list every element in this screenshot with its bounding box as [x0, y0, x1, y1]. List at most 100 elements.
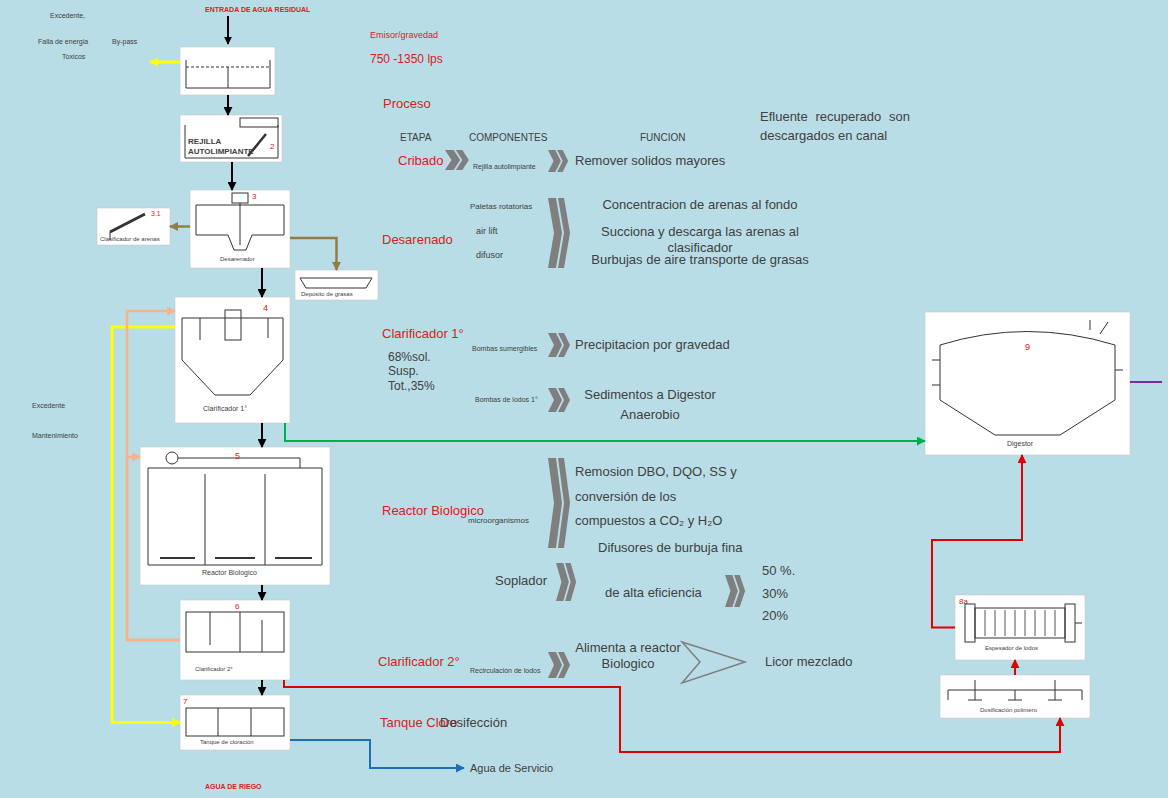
equipment-caption: Espesador de lodos — [985, 645, 1038, 652]
callout-number: 4 — [263, 303, 268, 314]
equipment-box: 9Digestor — [925, 312, 1130, 455]
tank-drawing — [932, 320, 1123, 385]
callout-number: 7 — [183, 697, 187, 707]
function-text: Succiona y descarga las arenas al clasif… — [575, 224, 825, 255]
note: Excedente — [32, 402, 65, 410]
flow-connector — [1014, 660, 1016, 675]
flow-note: Emisor/gravedad — [370, 30, 438, 41]
function-text: Succiona y descarga las arenas al clasif… — [575, 224, 825, 255]
callout-number: 6 — [235, 602, 239, 612]
note: By-pass — [112, 38, 137, 46]
component-text: difusor — [476, 250, 503, 261]
column-header: COMPONENTES — [469, 132, 547, 144]
filter-press-plates — [995, 610, 996, 636]
filter-press-plates — [1025, 610, 1026, 636]
equipment-caption: Clarificador 1° — [203, 405, 247, 413]
function-text: Sedimentos a Digestor Anaerobio — [575, 385, 725, 424]
tank-drawing — [300, 278, 372, 288]
tank-drawing — [148, 468, 322, 565]
data-value: 20% — [762, 608, 788, 624]
callout-number: 6 — [235, 602, 239, 612]
component-text: Bombas sumergibles — [472, 345, 537, 353]
component-text: Recirculación de lodos — [470, 667, 540, 675]
note: Mantenimiento — [32, 432, 78, 440]
flow-arrow — [150, 16, 1162, 768]
note: Mantenimiento — [32, 432, 78, 440]
function-text: Burbujas de aire transporte de grasas — [580, 252, 820, 268]
function-text: Precipitacion por gravedad — [575, 337, 730, 353]
tank-drawing — [968, 680, 1062, 700]
equipment-caption: Desarenador — [220, 256, 255, 263]
component-text: Soplador — [495, 573, 547, 589]
column-header: FUNCION — [640, 132, 686, 144]
filter-press-plates — [1015, 610, 1016, 636]
chevron-symbol — [725, 575, 745, 607]
function-text: Precipitacion por gravedad — [575, 337, 730, 353]
callout-number: 9 — [1025, 342, 1030, 353]
heading: ENTRADA DE AGUA RESIDUAL — [205, 6, 310, 14]
callout-number: 8a — [959, 597, 968, 607]
note: Excedente, — [50, 12, 85, 20]
function-text: Concentracion de arenas al fondo — [580, 197, 820, 213]
image-frame — [925, 312, 1130, 455]
stage-label: Clarificador 2° — [378, 654, 460, 670]
output-label: AGUA DE RIEGO — [205, 783, 262, 791]
equipment-caption: Clarificador 2° — [195, 666, 233, 673]
image-frame — [180, 695, 290, 750]
note: Efluente recuperado son descargados en c… — [760, 108, 910, 146]
stage-label: Cribado — [398, 153, 444, 169]
stage-label: Clarificador 1° — [382, 326, 464, 342]
flow-rate: 750 -1350 lps — [370, 52, 443, 66]
tank-drawing — [975, 608, 1065, 638]
function-text: de alta eficiencia — [605, 585, 702, 601]
function-text: Remosion DBO, DQO, SS y conversión de lo… — [575, 460, 747, 534]
function-text: de alta eficiencia — [605, 585, 702, 601]
stage-label: Cribado — [398, 153, 444, 169]
callout-number: 3 — [252, 192, 256, 202]
flow-connector — [284, 680, 1060, 752]
function-text: Alimenta a reactor Biologico — [572, 640, 684, 671]
output-label: AGUA DE RIEGO — [205, 783, 262, 791]
stage-label: Desarenado — [382, 232, 453, 248]
tank-drawing — [240, 203, 241, 245]
chevron-symbol — [548, 652, 570, 678]
equipment-caption: Deposito de grasas — [301, 291, 353, 298]
note: Efluente recuperado son descargados en c… — [760, 108, 910, 146]
tank-drawing — [940, 332, 1115, 436]
chevron-symbol — [548, 333, 570, 357]
chevron-symbol — [548, 150, 568, 172]
component-text: Rejilla autolimpiante — [473, 163, 536, 171]
flow-connector — [261, 585, 263, 600]
tank-drawing — [186, 60, 270, 88]
tank-drawing — [110, 60, 1123, 736]
column-header: FUNCION — [640, 132, 686, 144]
component-text: microorganismos — [468, 516, 529, 526]
callout-number: 3.1 — [151, 210, 161, 218]
function-text: Licor mezclado — [765, 654, 852, 670]
chevron-symbol — [682, 642, 745, 683]
equipment-caption: Clarificador 1° — [203, 405, 247, 413]
function-text: Sedimentos a Digestor Anaerobio — [575, 385, 725, 424]
function-text: Difusores de burbuja fina — [598, 540, 743, 556]
tank-drawing — [166, 452, 178, 464]
equipment-caption: Dosificación polimero — [980, 707, 1037, 714]
callout-number: 9 — [1025, 342, 1030, 353]
image-frame — [190, 190, 290, 268]
image-frame — [97, 208, 170, 245]
function-text: Desifección — [440, 715, 507, 731]
equipment-caption: Reactor Biologico — [202, 569, 257, 577]
data-value: 50 %. — [762, 563, 795, 579]
filter-press-plates — [985, 610, 1055, 636]
flow-arrow — [150, 61, 180, 64]
component-text: Bombas de lodos 1° — [475, 396, 538, 404]
function-text: Remosion DBO, DQO, SS y conversión de lo… — [575, 460, 747, 534]
output-label: Agua de Servicio — [470, 762, 553, 775]
flow-connector — [261, 680, 263, 695]
tank-drawing — [210, 612, 262, 652]
equipment-caption: Clarificador 2° — [195, 666, 233, 673]
data-value: 30% — [762, 586, 788, 602]
tank-drawing — [186, 612, 284, 652]
equipment-box: REJILLA AUTOLIMPIANTE2 — [180, 115, 282, 162]
column-header: ETAPA — [400, 132, 431, 144]
